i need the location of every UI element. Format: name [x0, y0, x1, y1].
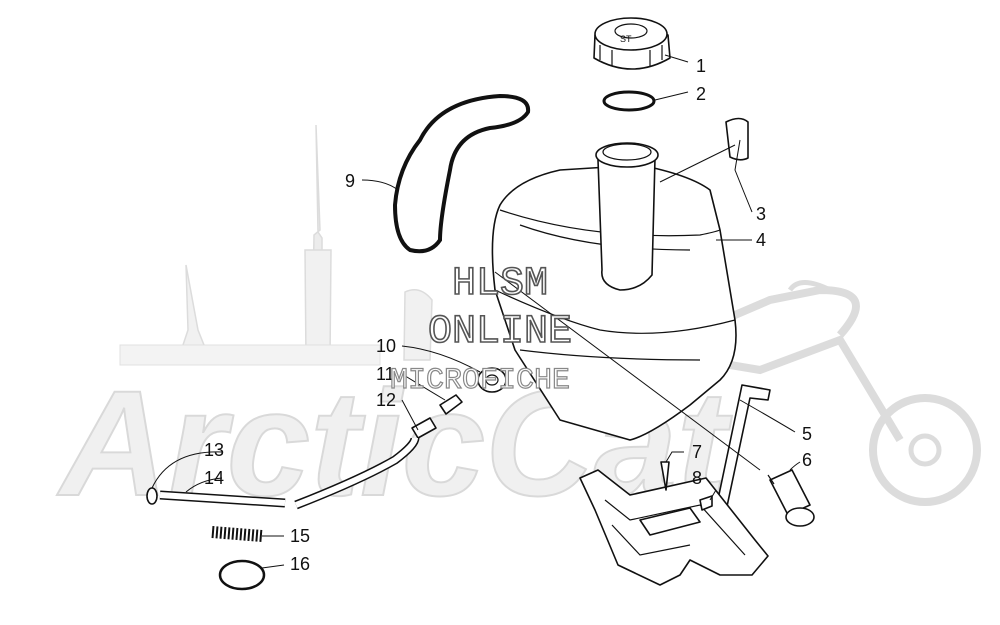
callout-10: 10 [376, 336, 396, 356]
callout-5: 5 [802, 424, 812, 444]
part-7-pin [660, 461, 670, 491]
callouts: 1 2 3 4 5 6 7 8 9 10 11 12 13 14 15 16 [204, 56, 812, 574]
callout-3: 3 [756, 204, 766, 224]
callout-8: 8 [692, 468, 702, 488]
part-1-fuel-cap: ST [593, 17, 671, 70]
part-6-valve [767, 469, 815, 527]
part-13-clamp [146, 487, 158, 505]
watermark-line-1: HLSM [452, 262, 548, 307]
part-10-grommet [477, 367, 507, 393]
callout-4: 4 [756, 230, 766, 250]
watermark-line-2: ONLINE [428, 310, 572, 355]
watermark-line-3: MICROFICHE [390, 364, 570, 398]
part-16-clip [218, 559, 266, 591]
part-11-fitting [439, 394, 463, 415]
part-12-fitting [411, 417, 437, 439]
part-8-screw [699, 495, 713, 511]
part-4-fuel-tank [491, 142, 737, 441]
watermark-foreground: HLSM ONLINE MICROFICHE [389, 261, 572, 398]
part-5-bracket [579, 384, 771, 586]
callout-12: 12 [376, 390, 396, 410]
part-2-gasket [602, 90, 656, 112]
part-9-hose-loop [392, 93, 531, 254]
callout-6: 6 [802, 450, 812, 470]
callout-15: 15 [290, 526, 310, 546]
callout-9: 9 [345, 171, 355, 191]
callout-14: 14 [204, 468, 224, 488]
part-15-spring [211, 526, 263, 542]
part-14-fuel-hose [159, 437, 420, 510]
callout-1: 1 [696, 56, 706, 76]
callout-13: 13 [204, 440, 224, 460]
callout-11: 11 [376, 364, 395, 384]
leader-lines [151, 54, 801, 569]
callout-16: 16 [290, 554, 310, 574]
cap-marking: ST [620, 34, 632, 44]
callout-2: 2 [696, 84, 706, 104]
callout-7: 7 [692, 442, 702, 462]
part-3-decal [725, 117, 749, 161]
